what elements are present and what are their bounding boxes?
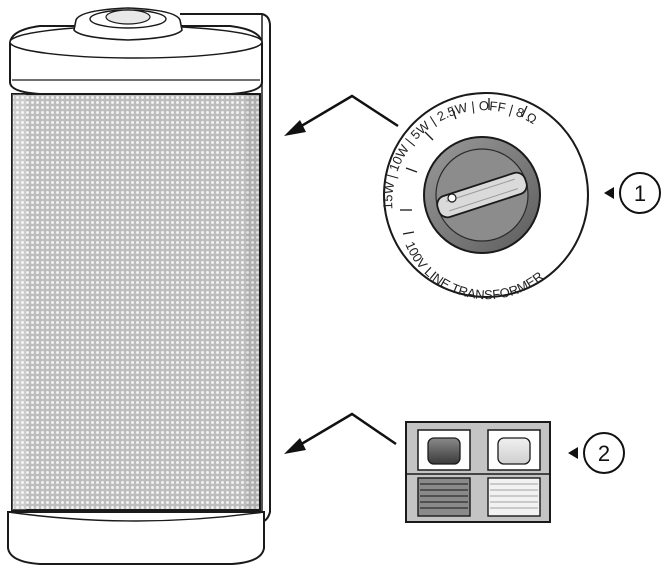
knob-pointer-dot (447, 193, 457, 203)
speaker-cabinet (7, 7, 271, 565)
dial-ticks (400, 98, 528, 235)
top-mount-knob (73, 7, 183, 41)
speaker-grille (11, 93, 261, 511)
top-cap (9, 7, 263, 95)
terminal-positive[interactable] (487, 429, 541, 517)
arrow-to-terminals (284, 412, 397, 454)
dial-setting-15w: 15W (380, 180, 397, 210)
arrow-to-transformer (284, 94, 399, 136)
dial-setting-off: OFF (479, 98, 507, 115)
bottom-cap (7, 511, 265, 565)
knob-grip (436, 171, 528, 219)
callout-2: 2 (568, 432, 625, 474)
terminal-negative[interactable] (417, 429, 471, 517)
transformer-tap-dial: 15W | 10W | 5W | 2.5W | OFF | 8 Ω 100V L… (380, 92, 589, 302)
rotary-knob[interactable] (423, 136, 541, 254)
callout-1: 1 (604, 172, 661, 214)
callout-2-number: 2 (598, 441, 610, 466)
input-terminals (405, 421, 551, 523)
callout-1-number: 1 (634, 181, 646, 206)
